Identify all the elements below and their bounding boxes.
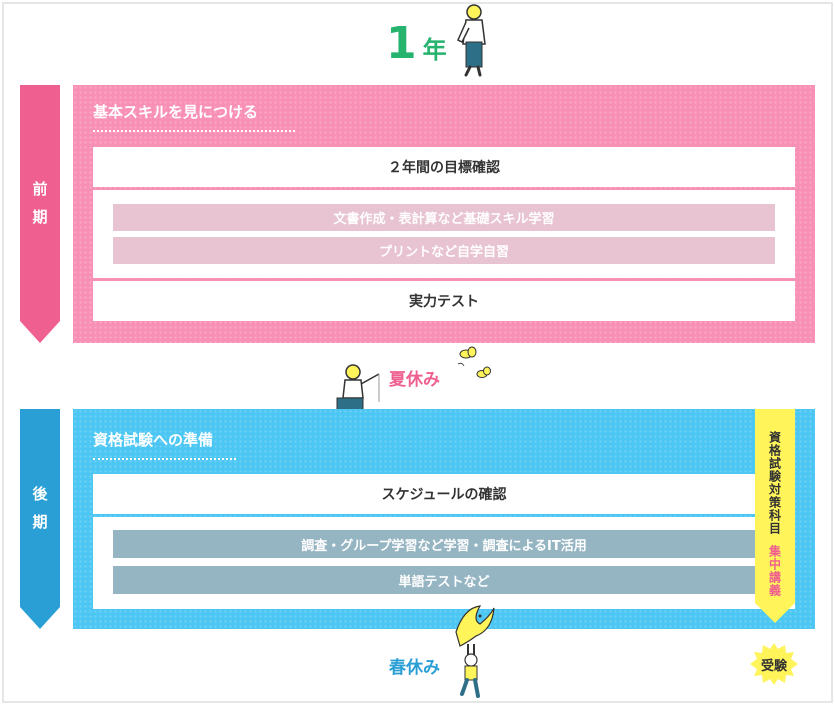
fishing-person-icon bbox=[336, 364, 380, 416]
second-term-panel: 資格試験への準備 スケジュールの確認 調査・グループ学習など学習・調査によるIT… bbox=[73, 409, 815, 629]
butterfly-icon bbox=[457, 346, 491, 378]
second-term-heading: 資格試験への準備 bbox=[93, 429, 236, 460]
goal-box: ２年間の目標確認 bbox=[93, 147, 795, 187]
test-label: 実力テスト bbox=[409, 294, 479, 310]
bird-icon bbox=[455, 605, 495, 647]
test-box: 実力テスト bbox=[93, 281, 795, 321]
first-term-panel: 基本スキルを見につける ２年間の目標確認 文書作成・表計算など基礎スキル学習 プ… bbox=[73, 85, 815, 343]
exam-badge: 受験 bbox=[750, 643, 798, 685]
spring-break-label: 春休み bbox=[389, 658, 440, 678]
study-chip-2: プリントなど自学自習 bbox=[113, 237, 775, 264]
year-unit: 年 bbox=[422, 36, 447, 64]
prep-chip-1: 調査・グループ学習など学習・調査によるIT活用 bbox=[113, 530, 775, 558]
hanging-person-icon bbox=[460, 644, 480, 698]
first-term-char-2: 期 bbox=[32, 208, 48, 226]
exam-subject-text: 資格試験対策科目 bbox=[767, 431, 782, 535]
first-term-arrow: 前 期 bbox=[20, 85, 60, 343]
prep-chip-2: 単語テストなど bbox=[113, 566, 775, 594]
goal-label: ２年間の目標確認 bbox=[388, 160, 500, 176]
intensive-lecture-text: 集中講義 bbox=[767, 545, 782, 597]
second-term-arrow: 後 期 bbox=[20, 409, 60, 629]
exam-subject-tag: 資格試験対策科目 集中講義 bbox=[755, 409, 795, 623]
year-number: 1 bbox=[386, 18, 417, 69]
first-term-char-1: 前 bbox=[32, 180, 48, 198]
schedule-label: スケジュールの確認 bbox=[381, 487, 507, 503]
starburst-icon bbox=[750, 643, 798, 685]
study-chip-1: 文書作成・表計算など基礎スキル学習 bbox=[113, 204, 775, 231]
first-term-heading: 基本スキルを見につける bbox=[93, 101, 295, 132]
second-term-char-1: 後 bbox=[32, 485, 48, 503]
summer-break-label: 夏休み bbox=[389, 370, 440, 390]
prep-group-box: 調査・グループ学習など学習・調査によるIT活用 単語テストなど bbox=[93, 517, 795, 609]
study-group-box: 文書作成・表計算など基礎スキル学習 プリントなど自学自習 bbox=[93, 190, 795, 278]
year-title: 1 年 bbox=[386, 22, 447, 66]
schedule-box: スケジュールの確認 bbox=[93, 474, 795, 514]
exam-badge-label: 受験 bbox=[760, 658, 787, 674]
second-term-char-2: 期 bbox=[32, 513, 48, 531]
standing-student-icon bbox=[457, 4, 486, 77]
